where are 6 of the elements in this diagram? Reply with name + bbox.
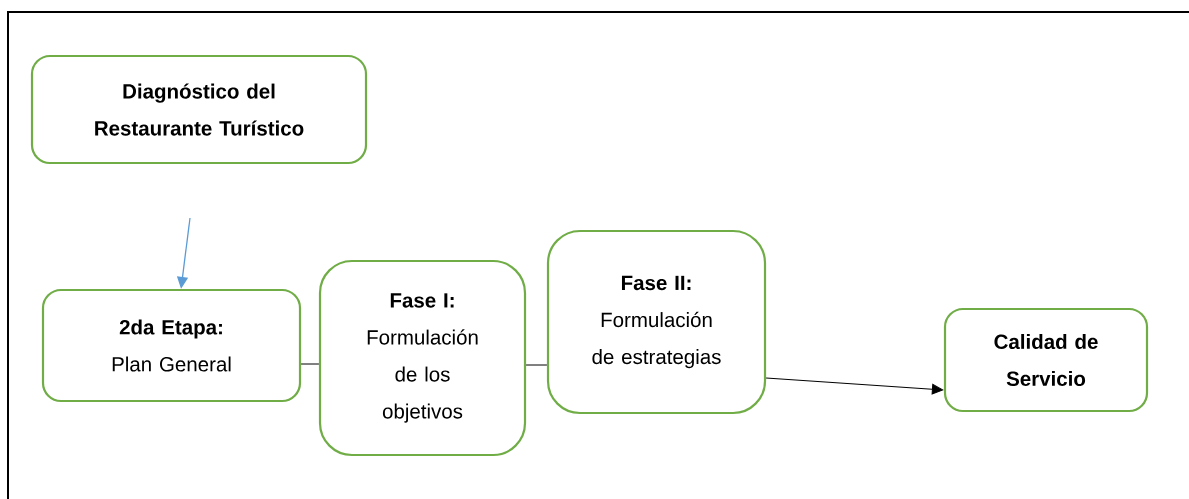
process-box: Calidad de Servicio [943, 307, 1149, 413]
arrow [765, 377, 944, 395]
process-box: Fase II: Formulación de estrategias [546, 229, 767, 415]
process-box: Fase I: Formulación de los objetivos [318, 259, 527, 457]
process-box: Diagnóstico del Restaurante Turístico [30, 54, 368, 165]
process-box: 2da Etapa: Plan General [41, 288, 302, 403]
